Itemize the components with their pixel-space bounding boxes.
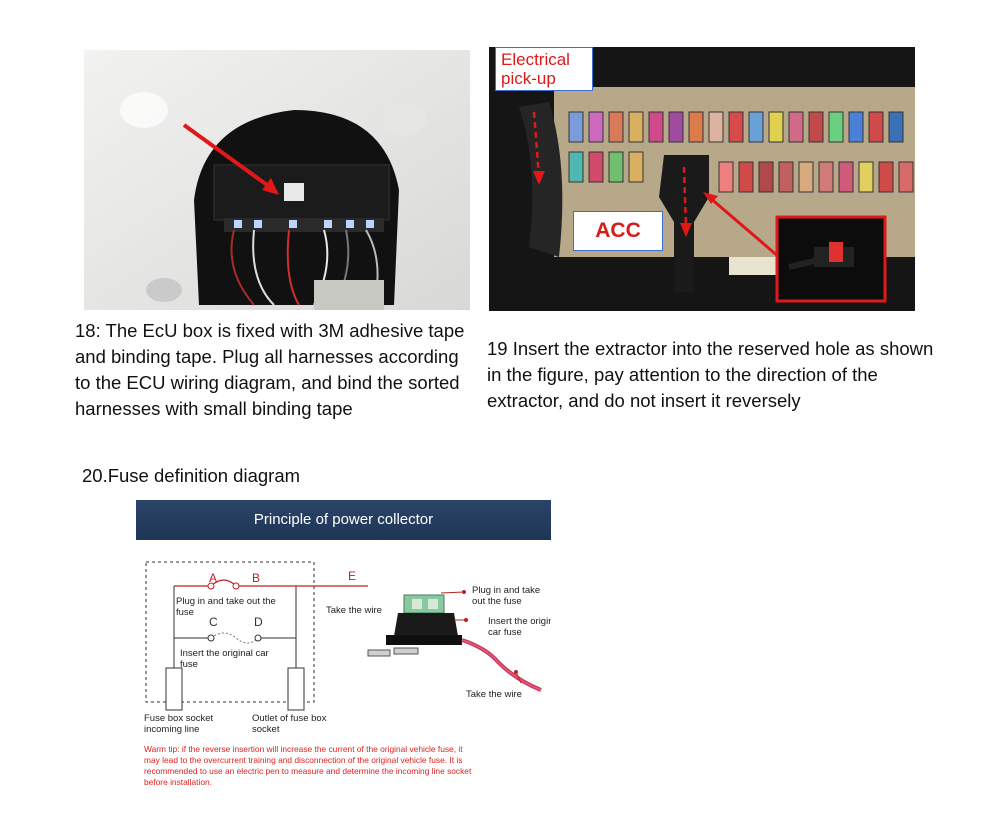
point-d: D xyxy=(254,615,263,629)
step18-caption: 18: The EcU box is fixed with 3M adhesiv… xyxy=(75,320,465,419)
insert-label-1: Insert the original car xyxy=(180,648,269,659)
right-plug-2: out the fuse xyxy=(472,596,522,607)
plug-label-1: Plug in and take out the xyxy=(176,596,276,607)
warm-tip-line-3: recommended to use an electric pen to me… xyxy=(144,766,472,776)
step19-caption: 19 Insert the extractor into the reserve… xyxy=(487,338,934,411)
insert-label-2: fuse xyxy=(180,659,198,670)
socket-out-2: socket xyxy=(252,724,280,735)
point-c: C xyxy=(209,615,218,629)
acc-label: ACC xyxy=(573,211,663,251)
point-b: B xyxy=(252,571,260,585)
warm-tip-line-4: before installation. xyxy=(144,777,212,787)
right-insert-1: Insert the original xyxy=(488,616,551,627)
diagram-header: Principle of power collector xyxy=(136,500,551,540)
step20-caption: 20.Fuse definition diagram xyxy=(82,465,301,486)
electrical-pickup-label: Electrical pick-up xyxy=(495,47,593,91)
ecu-box-photo xyxy=(84,50,470,310)
warm-tip-line-2: may lead to the overcurrent training and… xyxy=(144,755,462,765)
socket-in-2: incoming line xyxy=(144,724,199,735)
fuse-box-photo: Electrical pick-up ACC xyxy=(489,47,915,311)
pickup-line2: pick-up xyxy=(501,69,556,88)
right-insert-2: car fuse xyxy=(488,627,522,638)
take-wire-left: Take the wire xyxy=(326,605,382,616)
warm-tip-line-1: Warm tip: if the reverse insertion will … xyxy=(144,744,463,754)
right-plug-1: Plug in and take xyxy=(472,585,540,596)
plug-label-2: fuse xyxy=(176,607,194,618)
point-e: E xyxy=(348,569,356,583)
take-wire-right: Take the wire xyxy=(466,689,522,700)
point-a: A xyxy=(209,571,217,585)
fuse-tap-illustration xyxy=(367,594,542,692)
socket-out-1: Outlet of fuse box xyxy=(252,713,327,724)
pickup-line1: Electrical xyxy=(501,50,570,69)
power-collector-diagram: Principle of power collector A B E C D P… xyxy=(136,500,551,800)
circuit-schematic: A B E C D Plug in and take out the fuse … xyxy=(144,561,551,787)
socket-in-1: Fuse box socket xyxy=(144,713,214,724)
